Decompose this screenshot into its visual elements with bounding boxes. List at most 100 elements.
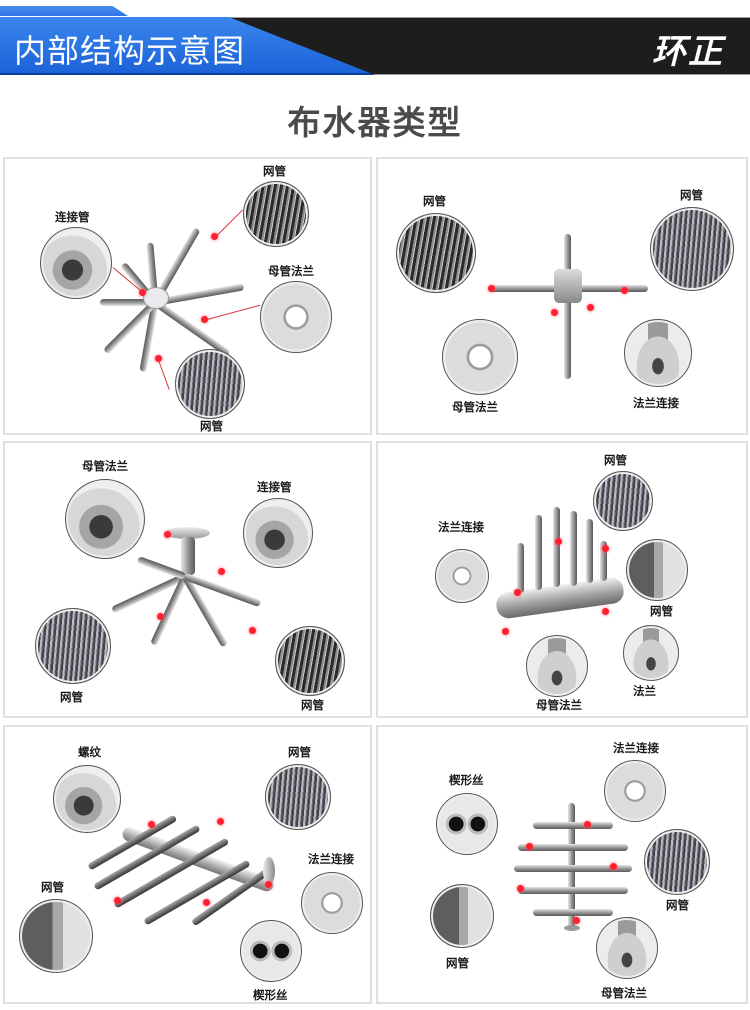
detail-flange-connection (301, 872, 363, 934)
marker-dot (139, 289, 146, 296)
marker-dot (587, 304, 594, 311)
marker-dot (217, 818, 224, 825)
mesh-tube (136, 556, 187, 580)
label-mesh-tube: 网管 (200, 419, 223, 433)
marker-dot (555, 538, 562, 545)
panel-star-distributor: 网管 连接管 母管法兰 网管 (3, 157, 372, 435)
marker-dot (164, 531, 171, 538)
panel-diagonal-manifold: 螺纹 网管 法兰连接 网管 楔形丝 (3, 725, 372, 1004)
label-flange-connection: 法兰连接 (613, 741, 659, 755)
mesh-tube (586, 519, 593, 583)
detail-thread (53, 765, 121, 833)
marker-dot (610, 863, 617, 870)
marker-dot (602, 608, 609, 615)
detail-main-flange (596, 917, 658, 979)
label-wedge-wire: 楔形丝 (449, 773, 484, 787)
brand-logo: 环正 (652, 32, 724, 72)
marker-dot (551, 309, 558, 316)
marker-dot (157, 613, 164, 620)
label-mesh-tube: 网管 (666, 898, 689, 912)
label-main-flange: 母管法兰 (536, 698, 582, 712)
label-main-flange: 母管法兰 (452, 400, 498, 414)
mesh-tube (518, 887, 628, 894)
detail-connector-pipe (40, 227, 112, 299)
label-mesh-tube: 网管 (423, 194, 446, 208)
detail-mesh-tube-end (275, 626, 345, 696)
marker-dot (584, 821, 591, 828)
leader-line (158, 361, 170, 390)
detail-mesh-surface (35, 608, 111, 684)
detail-main-flange (260, 281, 332, 353)
detail-mesh-surface (593, 471, 653, 531)
marker-dot (201, 316, 208, 323)
marker-dot (203, 899, 210, 906)
marker-dot (514, 589, 521, 596)
marker-dot (573, 917, 580, 924)
marker-dot (265, 881, 272, 888)
detail-wedge-wire (240, 920, 302, 982)
label-flange-connection: 法兰连接 (308, 852, 354, 866)
detail-flange-connection (435, 549, 489, 603)
label-mesh-tube: 网管 (650, 604, 673, 618)
label-mesh-tube: 网管 (301, 698, 324, 712)
detail-mesh-surface (644, 829, 710, 895)
mesh-tube (518, 844, 628, 851)
label-flange-connection: 法兰连接 (438, 520, 484, 534)
hub (143, 287, 169, 309)
label-mesh-tube: 网管 (446, 956, 469, 970)
detail-mesh-tube-end (430, 884, 494, 948)
mesh-tube (517, 543, 524, 593)
marker-dot (148, 821, 155, 828)
end-flange (263, 857, 275, 885)
marker-dot (517, 885, 524, 892)
mesh-tube (535, 515, 542, 590)
mesh-tube (514, 865, 632, 872)
detail-mesh-tube-end (626, 539, 688, 601)
center-hub (554, 269, 582, 303)
detail-main-flange (442, 319, 518, 395)
label-flange-connection: 法兰连接 (633, 396, 679, 410)
label-mesh-tube: 网管 (60, 690, 83, 704)
detail-main-flange (65, 479, 145, 559)
marker-dot (249, 627, 256, 634)
label-mesh-tube: 网管 (41, 880, 64, 894)
panel-spine-manifold: 法兰连接 楔形丝 网管 网管 母管法兰 (376, 725, 748, 1004)
panel-umbrella-distributor: 母管法兰 连接管 网管 网管 (3, 441, 372, 718)
detail-mesh-tube-end (19, 899, 93, 973)
mesh-tube (553, 507, 560, 587)
label-thread: 螺纹 (78, 745, 101, 759)
mesh-tube (533, 909, 613, 916)
mesh-tube (152, 299, 231, 357)
detail-flange-connection (604, 760, 666, 822)
banner-title: 内部结构示意图 (14, 32, 246, 70)
mesh-tube (570, 511, 577, 586)
section-title: 布水器类型 (287, 103, 463, 142)
label-main-flange: 母管法兰 (601, 986, 647, 1000)
top-flange (165, 527, 210, 539)
detail-mesh-tube-end (243, 181, 309, 247)
detail-flange-connection (624, 319, 692, 387)
detail-flange (623, 625, 679, 681)
detail-mesh-surface (650, 207, 734, 291)
vertical-main-pipe (564, 234, 571, 379)
main-pipe (181, 537, 195, 575)
label-flange: 法兰 (633, 684, 656, 698)
detail-main-flange (526, 635, 588, 697)
label-mesh-tube: 网管 (604, 453, 627, 467)
marker-dot (218, 568, 225, 575)
marker-dot (602, 545, 609, 552)
label-connector-pipe: 连接管 (55, 210, 90, 224)
mesh-tube (600, 541, 607, 581)
detail-connector-pipe (243, 498, 313, 568)
marker-dot (155, 355, 162, 362)
mesh-tube (533, 822, 613, 829)
leader-line (216, 209, 243, 236)
label-mesh-tube: 网管 (288, 745, 311, 759)
header-banner: 内部结构示意图 环正 (0, 0, 750, 78)
leader-line (206, 304, 261, 320)
label-main-flange: 母管法兰 (82, 459, 128, 473)
detail-mesh-surface (175, 349, 245, 419)
marker-dot (114, 897, 121, 904)
detail-wedge-wire (436, 793, 498, 855)
label-wedge-wire: 楔形丝 (253, 988, 288, 1002)
